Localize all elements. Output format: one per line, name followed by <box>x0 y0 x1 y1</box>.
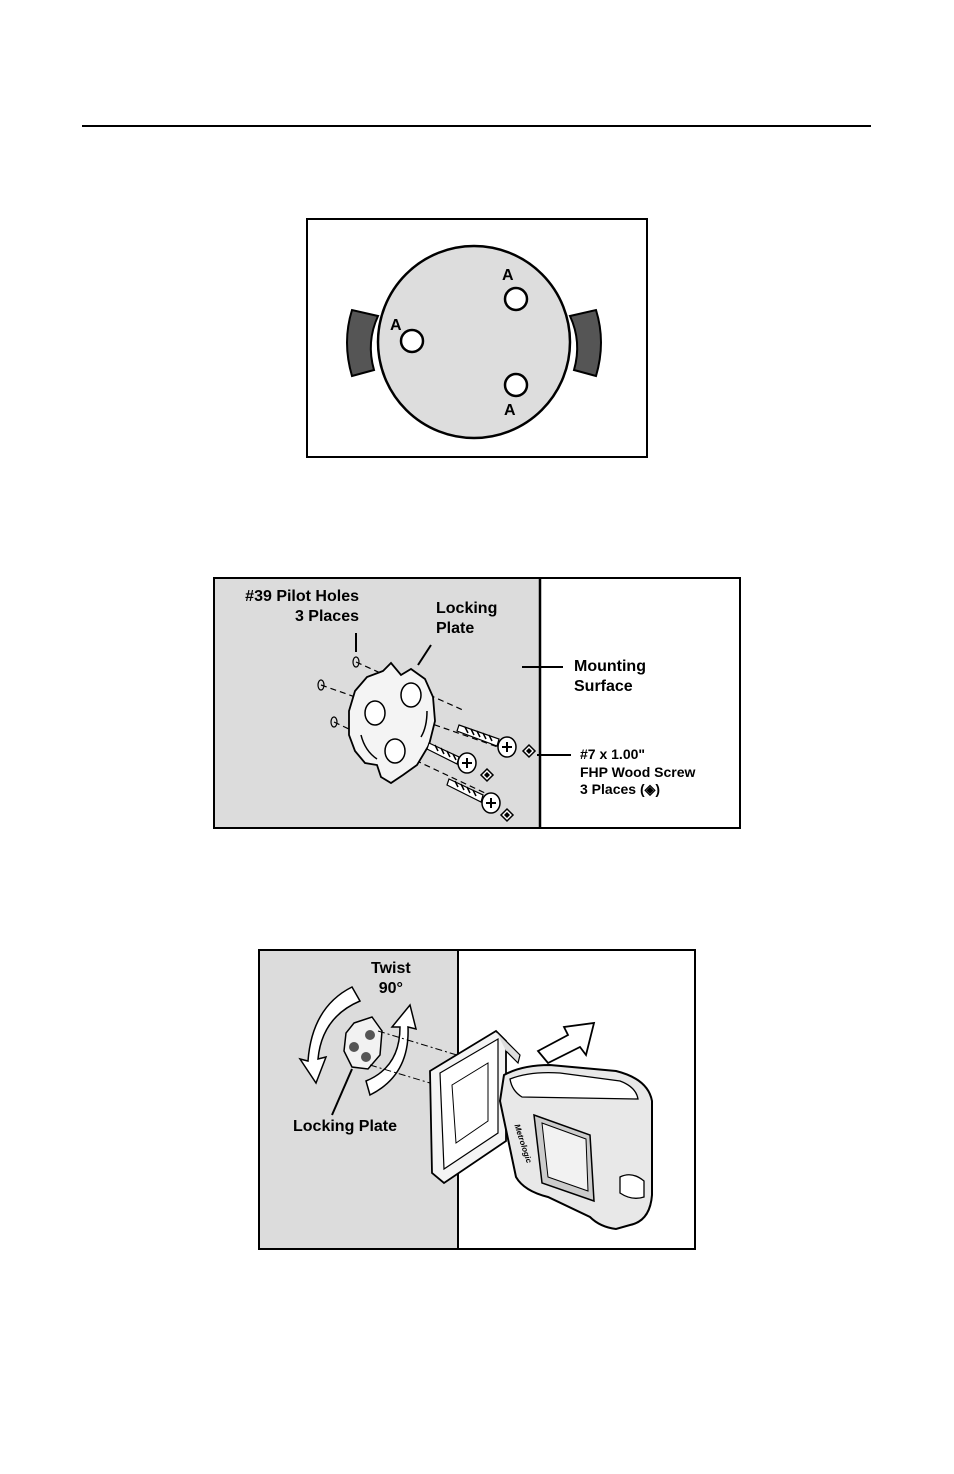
locking-plate-diagram <box>308 220 648 458</box>
hole-top <box>505 288 527 310</box>
hole-label-bottom: A <box>504 401 516 421</box>
mounting-surface-label: Mounting Surface <box>574 657 646 697</box>
hole-label-top: A <box>502 266 514 286</box>
attach-diagram <box>260 951 696 1250</box>
pilot-holes-label: #39 Pilot Holes 3 Places <box>245 587 359 627</box>
hole-left <box>401 330 423 352</box>
plate-hole <box>385 739 405 763</box>
left-tab <box>347 310 378 376</box>
twist-label: Twist 90° <box>371 959 411 999</box>
hole-label-left: A <box>390 316 402 336</box>
plate-hole <box>401 683 421 707</box>
plate-hole <box>365 701 385 725</box>
attach-arrow-icon <box>538 1023 594 1063</box>
figure-locking-plate-holes: A A A <box>306 218 648 458</box>
wall-area <box>260 951 458 1250</box>
locking-plate-label: Locking Plate <box>293 1117 397 1137</box>
figure-mounting-screws: #39 Pilot Holes 3 Places Locking Plate M… <box>213 577 741 829</box>
figure-scanner-attach: Twist 90° Locking Plate Metrologic <box>258 949 696 1250</box>
hole-bottom <box>505 374 527 396</box>
header-rule <box>82 125 871 127</box>
locking-plate-label: Locking Plate <box>436 599 497 639</box>
right-tab <box>570 310 601 376</box>
screw-spec-label: #7 x 1.00" FHP Wood Screw 3 Places (◈) <box>580 746 695 799</box>
